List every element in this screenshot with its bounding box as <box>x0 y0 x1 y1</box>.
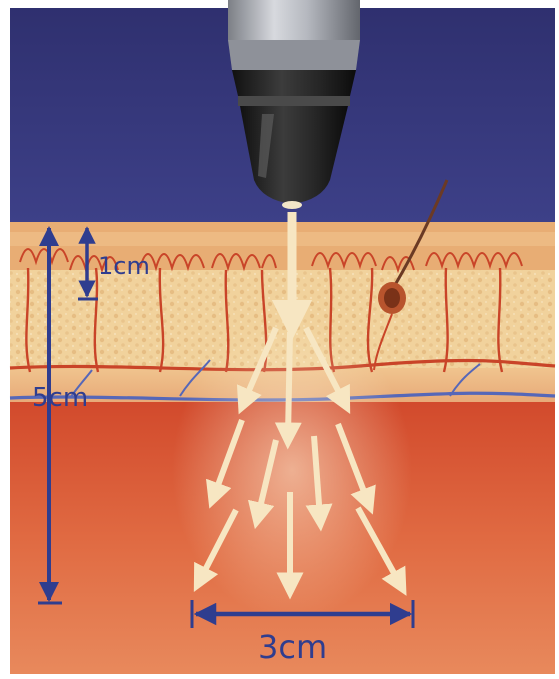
width-3cm-label: 3cm <box>258 628 327 666</box>
depth-5cm-label: 5cm <box>32 383 88 413</box>
depth-1cm-label: 1cm <box>98 252 150 280</box>
